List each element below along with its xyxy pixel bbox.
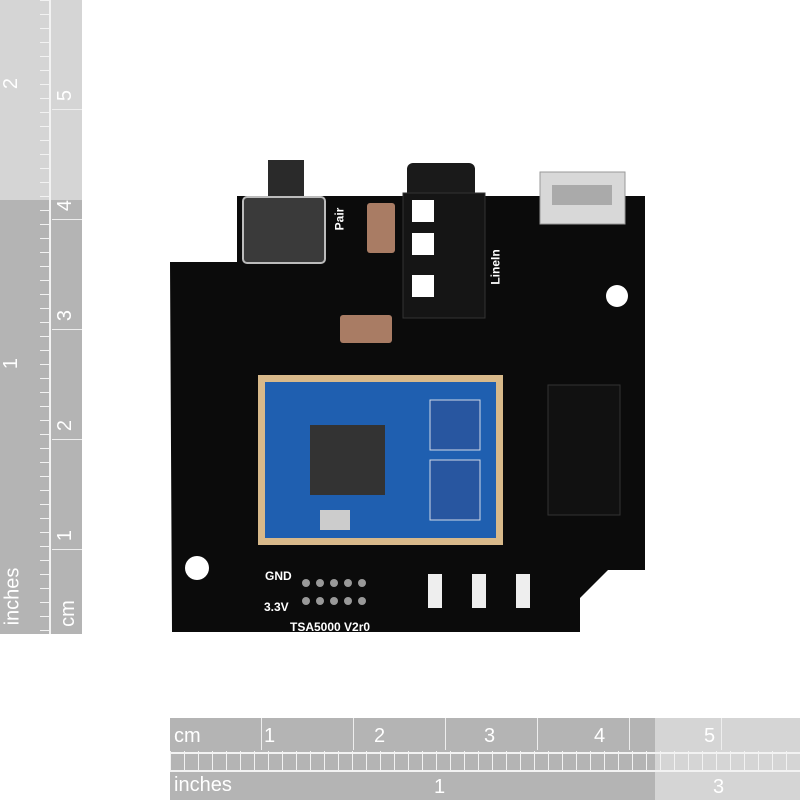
inches-label: inches — [174, 774, 232, 796]
bottom-ruler: cm 1 2 3 4 5 inches 1 3 — [170, 718, 800, 800]
cm-mark-2: 2 — [374, 725, 386, 747]
model-label: TSA5000 V2r0 — [290, 620, 371, 634]
status-led — [516, 574, 530, 608]
mount-hole — [185, 556, 209, 580]
inch-mark-3: 3 — [713, 776, 725, 798]
inch-mark-1: 1 — [434, 776, 446, 798]
gnd-label: GND — [265, 569, 292, 583]
line-in-label: LineIn — [488, 249, 503, 285]
mount-hole — [606, 285, 628, 307]
cm-mark-5: 5 — [704, 725, 716, 747]
left-ruler: 2 1 inches 5 4 3 2 1 cm — [0, 0, 82, 634]
cm-mark-3: 3 — [484, 725, 496, 747]
status-led — [472, 574, 486, 608]
status-led — [428, 574, 442, 608]
3v3-label: 3.3V — [264, 600, 289, 614]
inductor — [547, 384, 621, 516]
main-chip — [310, 425, 385, 495]
pair-button — [268, 160, 304, 200]
cm-mark-4: 4 — [594, 725, 606, 747]
cm-label: cm — [174, 725, 201, 747]
cm-mark-1: 1 — [264, 725, 276, 747]
pair-label: Pair — [332, 207, 347, 231]
